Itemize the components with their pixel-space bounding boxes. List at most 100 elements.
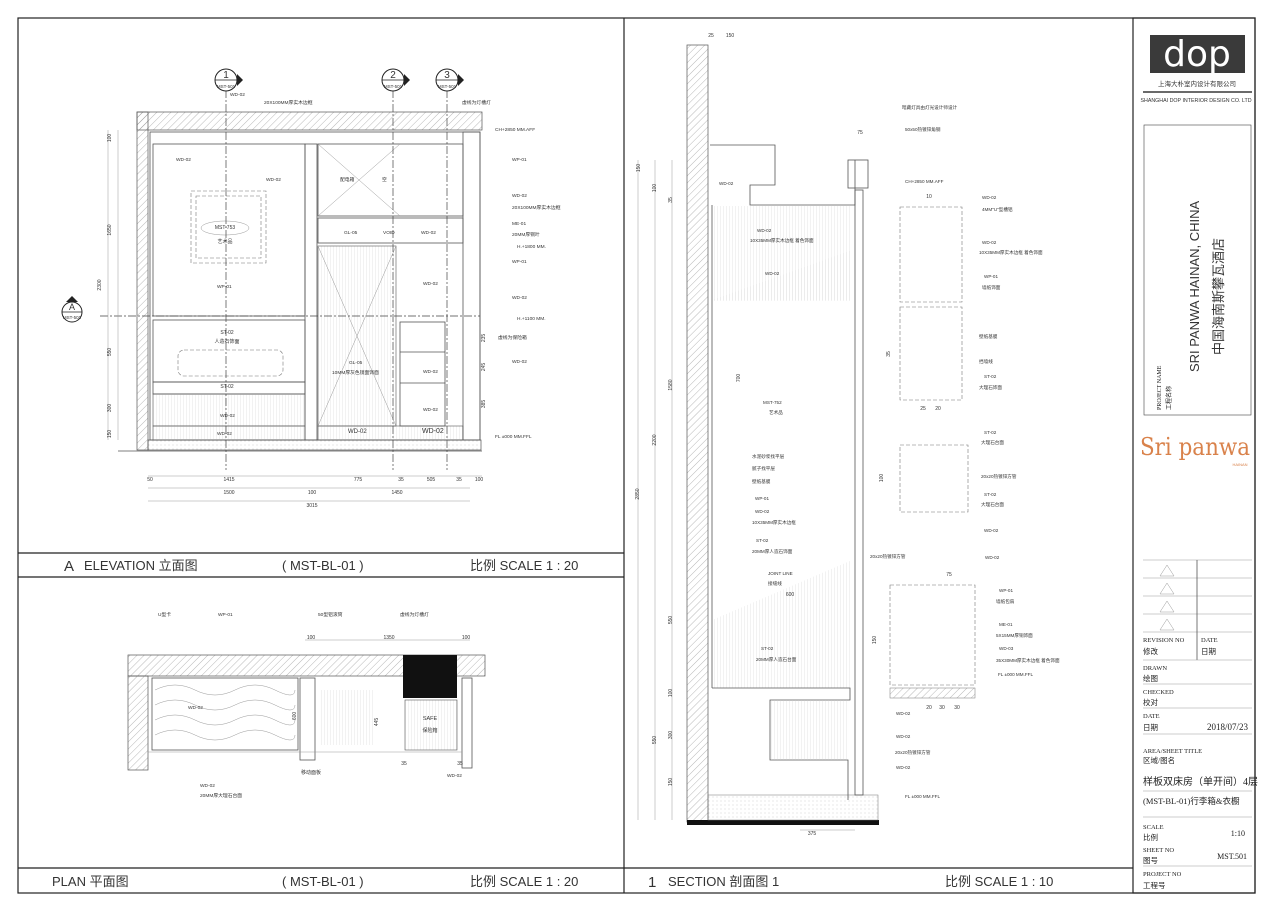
project-name-en: SRI PANWA HAINAN, CHINA <box>1187 200 1202 372</box>
callout-label: WD-02 <box>348 429 367 435</box>
callout-label: 大理石台面 <box>981 439 1004 446</box>
sheet-no-label-cn: 图号 <box>1143 856 1158 865</box>
callout-label: 保险箱 <box>422 727 437 734</box>
elevation-title: ELEVATION 立面图 <box>84 558 198 573</box>
plan-title-bar: PLAN 平面图 ( MST-BL-01 ) 比例 SCALE 1 : 20 <box>52 874 578 889</box>
callout-label: 大理石台面 <box>981 501 1004 508</box>
dimension-label: 35 <box>457 761 463 767</box>
callout-label: 壁纸基膜 <box>979 333 998 340</box>
callout-label: CH+2850 MM.AFF <box>495 127 535 133</box>
dimension-label: 20 <box>926 705 932 711</box>
dimension-label: 20 <box>935 406 941 412</box>
callout-label: WD-02 <box>423 369 438 375</box>
callout-label: WP-01 <box>218 612 233 618</box>
dimension-label: 30 <box>939 705 945 711</box>
callout-label: SAFE <box>423 716 438 722</box>
callout-label: 20x20热镀锌方管 <box>981 473 1017 480</box>
sheet-frame <box>17 17 1256 894</box>
callout-label: WD-03 <box>999 646 1014 651</box>
callout-label: 墙纸饰面 <box>982 284 1001 291</box>
dimension-label: 1650 <box>107 224 113 235</box>
callout-label: WD-02 <box>421 230 436 236</box>
callout-label: VOID <box>383 230 395 236</box>
project-label-en: PROJECT NAME <box>1157 365 1163 410</box>
section-title-bar: 1 SECTION 剖面图 1 比例 SCALE 1 : 10 <box>648 874 1053 891</box>
dop-logo <box>1150 35 1245 73</box>
callout-label: 4MM"U"型槽铝 <box>982 206 1013 213</box>
dimension-label: 150 <box>107 430 113 439</box>
dimension-label: 75 <box>946 572 952 578</box>
marker-number: 3 <box>444 70 450 81</box>
callout-label: WD-02 <box>266 177 281 183</box>
callout-label: WD-02 <box>757 228 772 233</box>
dimension-label: 445 <box>374 718 380 727</box>
dimension-label: 245 <box>481 363 487 372</box>
section-marker-1[interactable]: 1 MST-501 <box>214 68 243 92</box>
callout-label: 壁纸基膜 <box>752 478 771 485</box>
section-marker-2[interactable]: 2 MST-501 <box>381 68 410 92</box>
project-name-cn: 中国海南斯攀瓦酒店 <box>1211 238 1226 355</box>
callout-label: WD-02 <box>765 271 780 276</box>
dimension-label: 100 <box>107 134 113 143</box>
callout-label: 20x20热镀锌方管 <box>870 553 906 560</box>
dimension-label: 25 <box>708 33 714 39</box>
marker-ref: MST-501 <box>63 315 82 320</box>
callout-label: 20MM厚大理石台面 <box>200 792 242 799</box>
date-value: 2018/07/23 <box>1207 722 1249 732</box>
callout-label: 50型铝滚筒 <box>318 611 343 618</box>
section-title: SECTION 剖面图 1 <box>668 874 779 889</box>
dimension-label: 100 <box>307 635 316 641</box>
callout-label: 挡墙线 <box>979 358 993 365</box>
elevation-title-bar: A ELEVATION 立面图 ( MST-BL-01 ) 比例 SCALE 1… <box>64 558 578 575</box>
dimension-label: 150 <box>872 636 878 645</box>
revision-triangle-icon <box>1159 618 1175 631</box>
callout-label: WD-02 <box>220 413 235 419</box>
callout-label: ST-02 <box>220 384 234 390</box>
area-label-cn: 区域/图名 <box>1143 755 1175 765</box>
dimension-label: 150 <box>636 164 642 173</box>
dimension-label: 550 <box>652 736 658 745</box>
revision-table: REVISION NO 修改 DATE 日期 <box>1143 559 1252 660</box>
dimension-label: 775 <box>354 477 363 483</box>
dimension-label: 2300 <box>97 279 103 290</box>
section-marker-a[interactable]: A MST-501 <box>61 296 83 323</box>
callout-label: WD-02 <box>512 193 527 199</box>
date-label-en: DATE <box>1201 637 1218 644</box>
revision-label-en: REVISION NO <box>1143 637 1185 644</box>
callout-label: 20MM厚铜叶 <box>512 231 540 238</box>
marker-number: 1 <box>223 70 229 81</box>
callout-label: 10X35MM厚实木边框 <box>752 519 796 526</box>
callout-label: WP-01 <box>755 496 769 501</box>
date-label-cn: 日期 <box>1201 647 1216 656</box>
callout-label: WP-01 <box>512 157 527 163</box>
callout-label: WD-02 <box>176 157 191 163</box>
sheet-no-value: MST.501 <box>1217 852 1247 861</box>
dimension-label: 35 <box>456 477 462 483</box>
plan-scale: 比例 SCALE 1 : 20 <box>470 874 578 889</box>
scale-value: 1:10 <box>1231 829 1245 838</box>
section-number: 1 <box>648 874 656 891</box>
callout-label: 艺术品 <box>769 409 783 416</box>
callout-label: 10X35MM厚实木边框 着色饰面 <box>750 237 814 244</box>
sheet-title-line-1: 样板双床房（单开间）4层 <box>1143 775 1258 788</box>
elevation-scale: 比例 SCALE 1 : 20 <box>470 558 578 573</box>
dimension-label: 700 <box>736 374 742 383</box>
section-marker-3[interactable]: 3 MST-501 <box>435 68 464 92</box>
callout-label: 空 <box>382 176 387 183</box>
revision-triangle-icon <box>1159 582 1175 595</box>
dimension-label: 150 <box>668 778 674 787</box>
callout-label: 50x50热镀锌角钢 <box>905 126 941 133</box>
elevation-letter: A <box>64 558 74 575</box>
callout-label: ST-02 <box>761 646 774 651</box>
dimension-label: 10 <box>926 194 932 200</box>
marker-ref: MST-501 <box>438 84 457 89</box>
callout-label: 20x20热镀锌方管 <box>895 749 931 756</box>
sri-panwa-sub: HAINAN <box>1232 462 1247 467</box>
dimension-label: 2200 <box>652 434 658 445</box>
callout-label: WD-02 <box>447 773 462 779</box>
callout-label: FL ±000 MM.FFL <box>905 794 940 799</box>
elevation-drawing <box>100 90 483 502</box>
dimension-label: 35 <box>398 477 404 483</box>
dimension-label: 100 <box>652 184 658 193</box>
plan-drawing <box>127 639 486 771</box>
